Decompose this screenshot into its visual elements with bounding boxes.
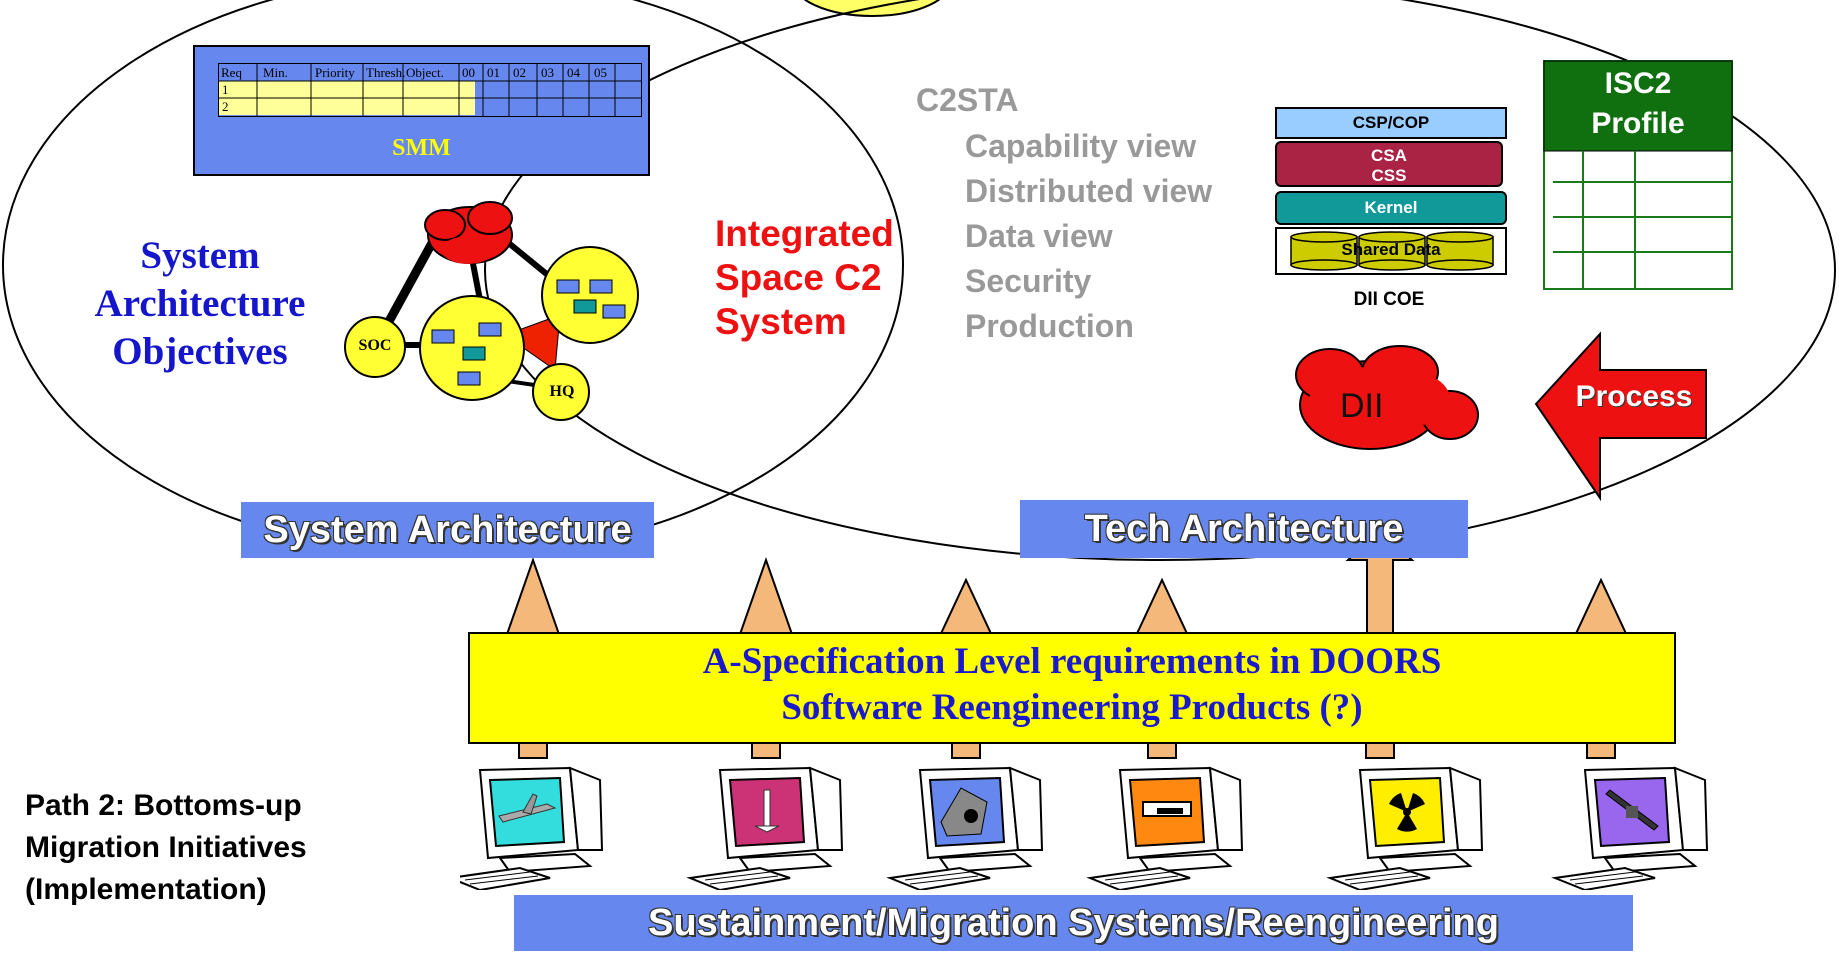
isc2-profile-document: ISC2 Profile (1543, 60, 1733, 290)
smm-col-05: 05 (594, 65, 607, 80)
objectives-line-1: System (140, 234, 260, 277)
soc-node (344, 316, 406, 378)
soc-label: SOC (358, 337, 392, 354)
c2sta-title: C2STA (916, 82, 1019, 118)
isc2-title: ISC2 Profile (1543, 64, 1733, 144)
jet-icon (498, 793, 557, 823)
smm-col-priority: Priority (315, 65, 355, 80)
c2sta-item-data: Data view (965, 218, 1113, 254)
smm-row-1: 1 (222, 82, 229, 97)
computer-5 (1326, 766, 1484, 890)
computer-2 (686, 766, 844, 890)
computer-6 (1551, 766, 1709, 890)
smm-header-row: Req Min. Priority Thresh. Object. 00 01 … (219, 64, 641, 82)
satellite-icon (1605, 789, 1659, 831)
smm-panel: Req Min. Priority Thresh. Object. 00 01 … (193, 45, 650, 176)
isc2-title-line-1: ISC2 (1604, 67, 1672, 100)
smm-col-04: 04 (567, 65, 580, 80)
spec-line-1: A-Specification Level requirements in DO… (702, 641, 1442, 682)
coe-layer-kernel: Kernel (1275, 191, 1507, 225)
tech-architecture-label: Tech Architecture (1020, 500, 1468, 558)
shared-data-label: Shared Data (1341, 240, 1441, 259)
smm-col-01: 01 (487, 65, 500, 80)
red-network-cloud-icon (424, 201, 513, 264)
computers-row (460, 766, 1709, 890)
path-2-text: Path 2: Bottoms-up Migration Initiatives… (25, 785, 307, 911)
c2sta-item-distributed: Distributed view (965, 173, 1213, 209)
smm-col-00: 00 (462, 65, 475, 80)
tech-architecture-ellipse (484, 0, 1836, 561)
smm-table: Req Min. Priority Thresh. Object. 00 01 … (218, 63, 642, 117)
network-cluster (344, 201, 639, 421)
smm-col-02: 02 (513, 65, 526, 80)
smm-col-req: Req (221, 65, 242, 80)
integrated-line-1: Integrated (715, 213, 894, 254)
c2sta-item-security: Security (965, 263, 1092, 299)
system-architecture-objectives: System Architecture Objectives (60, 232, 340, 376)
spy-icon (940, 787, 988, 837)
dii-cloud-label: DII (1340, 387, 1384, 425)
isc2-title-line-2: Profile (1591, 107, 1685, 140)
a-spec-requirements-box: A-Specification Level requirements in DO… (468, 632, 1676, 744)
sustainment-migration-label: Sustainment/Migration Systems/Reengineer… (514, 895, 1633, 951)
hq-label: HQ (549, 383, 575, 400)
system-architecture-label: System Architecture (241, 502, 654, 558)
process-arrow-label: Process (1575, 380, 1693, 413)
objectives-line-3: Objectives (112, 330, 288, 373)
coe-csa-label: CSA (1371, 146, 1407, 165)
integrated-line-3: System (715, 301, 847, 342)
integrated-space-c2-system: Integrated Space C2 System (715, 212, 945, 344)
right-node (541, 246, 639, 344)
radiation-icon (1389, 793, 1425, 832)
computer-1 (460, 766, 604, 890)
path2-line-3: (Implementation) (25, 873, 267, 906)
dii-coe-caption: DII COE (1353, 289, 1425, 310)
missile-icon (754, 789, 780, 833)
coe-css-label: CSS (1371, 166, 1407, 185)
process-arrow (1534, 331, 1707, 502)
coe-layer-csa-css: CSA CSS (1275, 141, 1503, 187)
path2-line-1: Path 2: Bottoms-up (25, 789, 302, 822)
database-cylinders-icon (1290, 231, 1494, 271)
c2sta-item-production: Production (965, 308, 1134, 344)
computer-4 (1086, 766, 1244, 890)
smm-row-2: 2 (222, 99, 229, 114)
hq-node (532, 363, 590, 421)
smm-col-min: Min. (263, 65, 288, 80)
coe-layer-shared-data: Shared Data (1275, 227, 1507, 275)
vehicle-icon (1142, 801, 1192, 817)
dii-cloud-icon (1295, 345, 1479, 450)
smm-col-03: 03 (541, 65, 554, 80)
spec-line-2: Software Reengineering Products (?) (781, 687, 1363, 728)
coe-layer-csp-cop: CSP/COP (1275, 107, 1507, 139)
computer-3 (886, 766, 1044, 890)
integrated-line-2: Space C2 (715, 257, 882, 298)
smm-label: SMM (392, 135, 451, 161)
objectives-line-2: Architecture (94, 282, 306, 325)
smm-col-thresh: Thresh. (366, 65, 406, 80)
path2-line-2: Migration Initiatives (25, 831, 307, 864)
c2sta-list: Capability view Distributed view Data vi… (965, 124, 1212, 349)
smm-col-object: Object. (406, 65, 444, 80)
c2sta-item-capability: Capability view (965, 128, 1197, 164)
